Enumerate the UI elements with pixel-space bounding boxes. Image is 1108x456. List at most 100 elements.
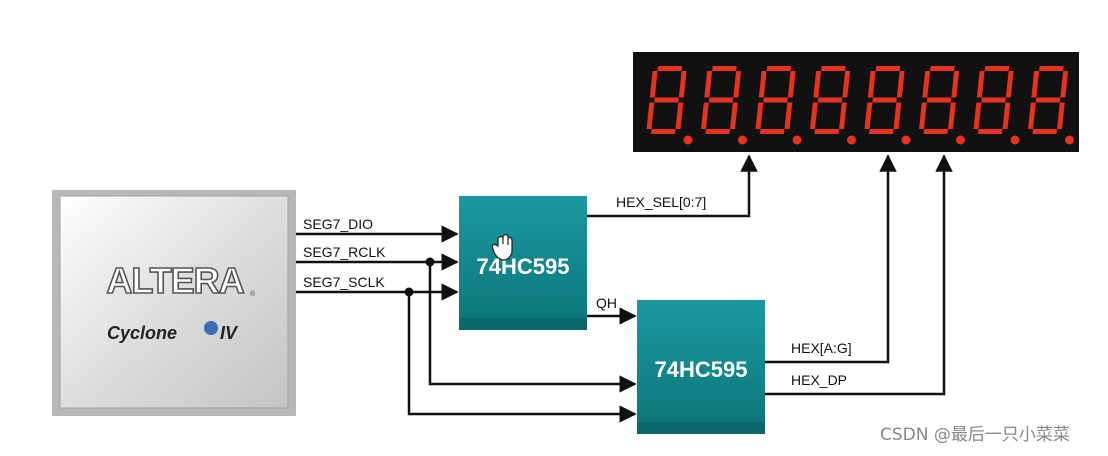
chip1-label: 74HC595 (477, 254, 570, 279)
digit-segment (951, 71, 960, 98)
digit-segment (922, 71, 931, 98)
digit-segment (1031, 71, 1040, 98)
digit-segment (1005, 71, 1014, 98)
digit-segment (919, 102, 927, 129)
wire-hex-ag (765, 154, 897, 364)
decimal-point (847, 135, 856, 145)
digit-segment (872, 97, 897, 103)
wire-hex-dp (765, 154, 953, 396)
wire-hex-sel (587, 154, 758, 218)
digit-segment (814, 129, 840, 134)
digit-segment (766, 66, 792, 71)
digit-segment (973, 102, 982, 129)
display-digit (864, 66, 911, 145)
fpga-brand-text: ALTERA (106, 260, 244, 301)
digit-segment (1028, 102, 1036, 129)
display-digit (810, 66, 856, 145)
junction-dot (404, 287, 414, 297)
label-hex-dp: HEX_DP (791, 372, 847, 388)
digit-segment (657, 66, 683, 71)
digit-segment (810, 102, 818, 129)
label-qh: QH (596, 295, 617, 311)
digit-segment (984, 66, 1010, 71)
label-seg7-rclk: SEG7_RCLK (303, 244, 386, 260)
decimal-point (738, 135, 747, 145)
digit-segment (701, 102, 709, 129)
decimal-point (683, 135, 693, 145)
digit-segment (864, 102, 873, 129)
digit-segment (758, 71, 767, 98)
digit-segment (817, 97, 843, 103)
digit-segment (821, 66, 846, 71)
digit-segment (730, 102, 738, 129)
digit-segment (763, 97, 788, 103)
decimal-point (901, 135, 911, 145)
label-hex-sel: HEX_SEL[0:7] (616, 194, 706, 210)
digit-segment (923, 129, 949, 134)
digit-segment (839, 102, 847, 129)
digit-segment (755, 102, 764, 129)
display-digit (755, 66, 802, 145)
watermark-text: CSDN @最后一只小菜菜 (880, 425, 1070, 445)
digit-segment (893, 102, 902, 129)
digit-segment (649, 71, 658, 98)
decimal-point (956, 135, 965, 145)
svg-text:®: ® (250, 290, 256, 298)
digit-segment (842, 71, 851, 98)
digit-segment (1057, 102, 1065, 129)
digit-segment (654, 97, 679, 103)
chip2-label: 74HC595 (655, 357, 748, 382)
digit-segment (646, 102, 655, 129)
digit-segment (978, 129, 1003, 134)
wire-sclk-branch (407, 292, 637, 423)
display-digit (919, 66, 965, 145)
digit-segment (1035, 97, 1061, 103)
fpga-family-suffix: IV (220, 323, 239, 343)
wires (296, 154, 953, 423)
decimal-point (1065, 135, 1074, 145)
digit-segment (981, 97, 1006, 103)
label-seg7-sclk: SEG7_SCLK (303, 274, 385, 290)
display-digit (973, 66, 1020, 145)
fpga-family-text: Cyclone (107, 323, 177, 343)
decimal-point (1010, 135, 1020, 145)
digit-segment (704, 71, 713, 98)
digit-segment (948, 102, 956, 129)
digit-segment (708, 97, 734, 103)
digit-segment (784, 102, 793, 129)
digit-segment (930, 66, 955, 71)
display-digit (646, 66, 693, 145)
digit-segment (1060, 71, 1069, 98)
digit-segment (675, 102, 684, 129)
digit-segment (869, 129, 894, 134)
digit-segment (875, 66, 901, 71)
digit-segment (896, 71, 905, 98)
cyclone-swirl-icon (204, 321, 218, 335)
digit-segment (867, 71, 876, 98)
digit-segment (705, 129, 731, 134)
fpga-chip: ALTERA ® Cyclone IV (52, 190, 296, 416)
wire-rclk-branch (428, 262, 637, 393)
digit-segment (733, 71, 742, 98)
digit-segment (1039, 66, 1064, 71)
label-hex-ag: HEX[A:G] (791, 340, 852, 356)
digit-segment (651, 129, 676, 134)
digit-segment (1002, 102, 1011, 129)
digit-segment (712, 66, 737, 71)
digit-segment (678, 71, 687, 98)
digit-segment (976, 71, 985, 98)
digit-segment (926, 97, 952, 103)
seven-segment-display (633, 52, 1079, 152)
digit-segment (760, 129, 785, 134)
hand-cursor-icon (491, 233, 513, 261)
digit-segment (813, 71, 822, 98)
junction-dot (425, 257, 435, 267)
shift-register-2: 74HC595 (637, 300, 765, 434)
decimal-point (792, 135, 802, 145)
label-seg7-dio: SEG7_DIO (303, 216, 373, 232)
display-digit (1028, 66, 1074, 145)
shift-register-1: 74HC595 (459, 196, 587, 330)
display-digit (701, 66, 747, 145)
